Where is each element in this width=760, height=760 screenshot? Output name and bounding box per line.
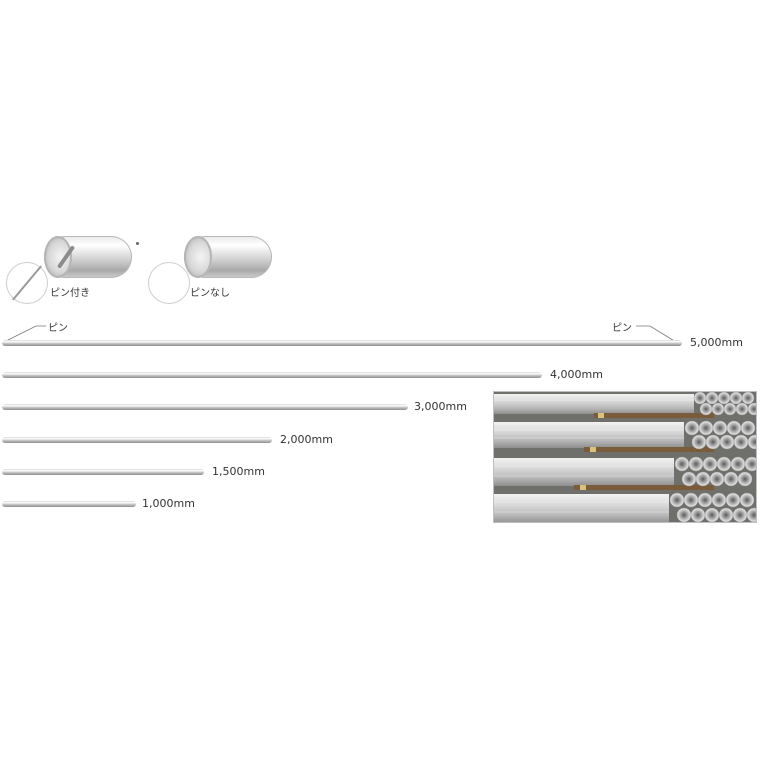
- pipe-5000mm: [2, 340, 682, 346]
- pipe-1000mm: [2, 501, 136, 507]
- pipe-with-pin-icon: [44, 236, 139, 278]
- right-pin-callout: [636, 325, 677, 343]
- pipe-bundle-row-3: [494, 458, 714, 490]
- pipe-3000mm: [2, 404, 408, 410]
- pipe-2000mm-label: 2,000mm: [280, 433, 333, 446]
- left-pin-label: ピン: [48, 323, 68, 334]
- pipe-3000mm-label: 3,000mm: [414, 400, 467, 413]
- pipe-opening: [184, 236, 212, 278]
- pin-cross-section-icon: [6, 262, 48, 304]
- no-pin-label: ピンなし: [190, 288, 230, 299]
- pipe-4000mm-label: 4,000mm: [550, 368, 603, 381]
- with-pin-label: ピン付き: [50, 288, 90, 299]
- pipe-bundle-row-2: [494, 422, 714, 452]
- pipe-2000mm: [2, 437, 272, 443]
- pipe-4000mm: [2, 372, 542, 378]
- left-pin-callout: [3, 325, 46, 343]
- pipe-ends: [669, 392, 756, 522]
- empty-cross-section-icon: [148, 262, 190, 304]
- pipe-without-pin-icon: [184, 236, 272, 278]
- pin-callout-lines: [3, 325, 677, 343]
- pipe-bundle-row-1: [494, 394, 714, 418]
- pipe-1500mm: [2, 469, 204, 475]
- pin-hole: [136, 242, 139, 245]
- pin-slash-mark: [12, 265, 42, 301]
- right-pin-label: ピン: [612, 323, 632, 334]
- pipe-1500mm-label: 1,500mm: [212, 465, 265, 478]
- pipe-5000mm-label: 5,000mm: [690, 336, 743, 349]
- pipe-1000mm-label: 1,000mm: [142, 497, 195, 510]
- pipe-bundle-row-4: [494, 494, 669, 522]
- stacked-pipes-illustration: [494, 392, 756, 522]
- stacked-pipes-photo: [493, 391, 757, 523]
